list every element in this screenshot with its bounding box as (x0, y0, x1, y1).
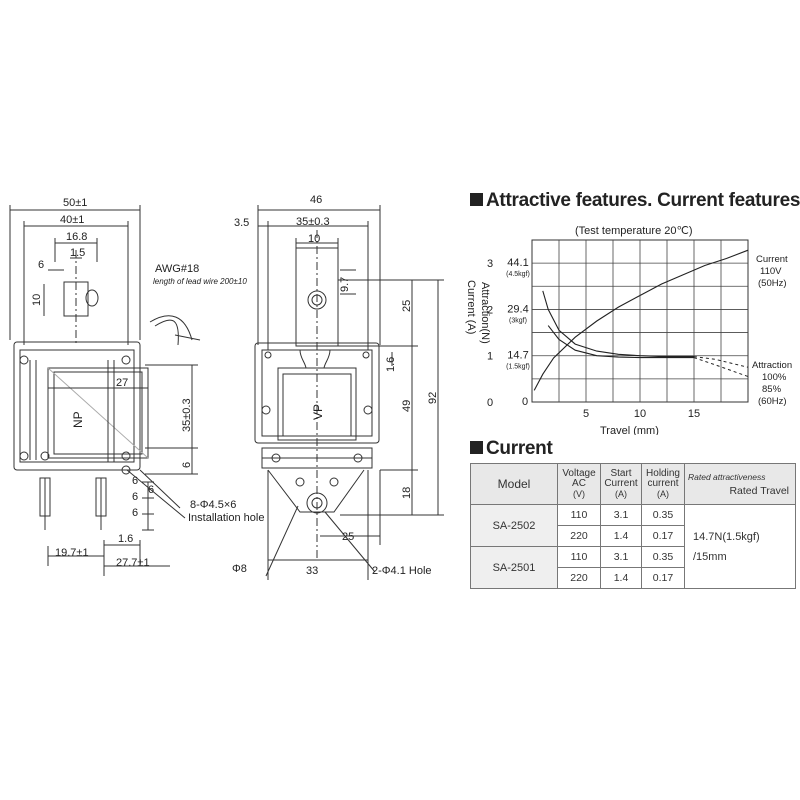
spec-table: Model Voltage AC(V) Start Current(A) Hol… (470, 463, 796, 589)
dim-6-r1: 6 (132, 475, 138, 487)
dim-27: 27 (116, 377, 128, 389)
dim-46: 46 (310, 194, 322, 206)
dim-1-6-right: 1.6 (385, 357, 397, 372)
attraction-tick-label: 14.7 (507, 350, 528, 362)
series-line (533, 249, 749, 391)
dim-phi8: Φ8 (232, 563, 247, 575)
dim-6: 6 (38, 259, 44, 271)
dim-6-r3: 6 (132, 507, 138, 519)
hole-label: 2-Φ4.1 Hole (372, 565, 432, 577)
dim-25-top: 25 (401, 300, 413, 312)
col-holding: Holding current(A) (641, 463, 685, 505)
voltage-cell: 220 (557, 567, 601, 589)
current-tick-label: 2 (487, 304, 493, 316)
start-current-cell: 1.4 (600, 567, 642, 589)
holding-current-cell: 0.35 (641, 504, 685, 526)
dim-19-7: 19.7±1 (55, 547, 89, 559)
x-tick-label: 0 (522, 396, 528, 408)
attraction-tick-kgf: (3kgf) (509, 317, 527, 324)
dim-25-bottom: 25 (342, 531, 354, 543)
dim-3-5: 3.5 (234, 217, 249, 229)
dim-35: 35±0.3 (181, 398, 193, 432)
chart-y-label-attraction: Attraction(N) (479, 282, 491, 344)
attraction-tick-label: 44.1 (507, 257, 528, 269)
attraction-label-3: 85% (762, 384, 782, 395)
technical-drawings: 50±1 40±1 16.8 1.5 6 10 AWG#18 length of… (9, 194, 444, 580)
start-current-cell: 3.1 (600, 546, 642, 568)
x-tick-label: 10 (634, 408, 646, 420)
attraction-label-1: Attraction (752, 360, 792, 371)
dim-6-r2: 6 (132, 491, 138, 503)
section-marker-icon (470, 441, 483, 454)
chart-test-temp: (Test temperature 20℃) (575, 225, 693, 237)
table-row: SA-2502 110 3.1 0.35 14.7N(1.5kgf)/15mm (470, 504, 796, 589)
table-row: 220 1.4 0.17 (471, 525, 796, 547)
table-header-row: Model Voltage AC(V) Start Current(A) Hol… (470, 463, 796, 505)
lead-wire-label: length of lead wire 200±10 (153, 277, 247, 286)
dim-6-bottom: 6 (181, 462, 193, 468)
dim-10-right: 10 (308, 233, 320, 245)
attraction-label-2: 100% (762, 372, 787, 383)
rated-cell: 14.7N(1.5kgf)/15mm (684, 504, 796, 589)
dim-6-r4: 6 (148, 484, 154, 496)
series-line (547, 325, 694, 359)
current-tick-label: 3 (487, 258, 493, 270)
characteristics-chart: (Test temperature 20℃) 5 10 15 0 0 1 2 3 44.1 (4.… (465, 225, 792, 435)
table-section-title: Current (470, 438, 553, 460)
coil-marking-vp: VP (311, 404, 325, 420)
series-line-dashed (693, 356, 749, 368)
dim-50: 50±1 (63, 197, 87, 209)
x-tick-label: 5 (583, 408, 589, 420)
col-voltage: Voltage AC(V) (557, 463, 601, 505)
start-current-cell: 3.1 (600, 504, 642, 526)
coil-marking-np: NP (71, 411, 85, 428)
dim-92: 92 (427, 392, 439, 404)
current-label-3: (50Hz) (758, 278, 787, 289)
table-row: 220 1.4 0.17 (471, 567, 796, 589)
dim-49: 49 (401, 400, 413, 412)
x-tick-label: 15 (688, 408, 700, 420)
model-cell: SA-2502 (470, 504, 558, 547)
start-current-cell: 1.4 (600, 525, 642, 547)
current-tick-label: 0 (487, 397, 493, 409)
section-marker-icon (470, 193, 483, 206)
current-tick-label: 1 (487, 351, 493, 363)
col-model: Model (470, 463, 558, 505)
dim-1-5: 1.5 (70, 247, 85, 259)
dim-18: 18 (401, 487, 413, 499)
holding-current-cell: 0.35 (641, 546, 685, 568)
dim-16-8: 16.8 (66, 231, 87, 243)
attraction-tick-label: 29.4 (507, 303, 528, 315)
holding-current-cell: 0.17 (641, 525, 685, 547)
awg-label: AWG#18 (155, 263, 199, 275)
installation-hole-label: Installation hole (188, 512, 264, 524)
dim-9-7: 9.7 (339, 277, 351, 292)
chart-grid (531, 239, 749, 403)
attraction-tick-kgf: (4.5kgf) (506, 271, 530, 278)
spec-table-wrap: Model Voltage AC(V) Start Current(A) Hol… (470, 463, 796, 589)
voltage-cell: 110 (557, 504, 601, 526)
col-start: Start Current(A) (600, 463, 642, 505)
dim-40: 40±1 (60, 214, 84, 226)
current-label-2: 110V (760, 266, 782, 277)
holding-current-cell: 0.17 (641, 567, 685, 589)
dim-33: 33 (306, 565, 318, 577)
attraction-tick-kgf: (1.5kgf) (506, 364, 530, 371)
voltage-cell: 220 (557, 525, 601, 547)
dim-27-7: 27.7±1 (116, 557, 150, 569)
series-line-dashed (693, 357, 749, 377)
series-line (542, 290, 694, 358)
dim-35-right: 35±0.3 (296, 216, 330, 228)
current-label-1: Current (756, 254, 788, 265)
attraction-label-4: (60Hz) (758, 396, 787, 407)
dim-10: 10 (31, 294, 43, 306)
chart-y-label-current: Current (A) (465, 280, 477, 334)
holes-label: 8-Φ4.5×6 (190, 499, 236, 511)
model-cell: SA-2501 (470, 546, 558, 589)
chart-section-title: Attractive features. Current features (470, 190, 800, 212)
voltage-cell: 110 (557, 546, 601, 568)
chart-x-label: Travel (mm) (600, 425, 659, 435)
dim-1-6-left: 1.6 (118, 533, 133, 545)
